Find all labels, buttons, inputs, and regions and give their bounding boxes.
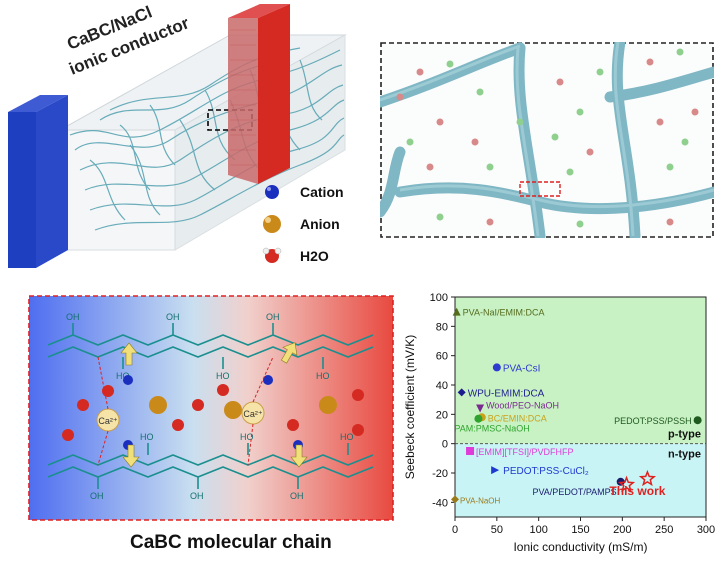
- coordination-bonds: [97, 356, 274, 466]
- y-tick-label: 20: [436, 409, 448, 421]
- data-point-label: WPU-EMIM:DCA: [468, 388, 545, 399]
- calcium-ion-label: Ca²⁺: [98, 416, 118, 426]
- data-point: [457, 388, 466, 397]
- data-point-label: BC/EMIN:DCA: [488, 413, 547, 423]
- ho-label: HO: [340, 432, 354, 442]
- data-point: [452, 307, 461, 316]
- data-point-label: Wood/PEO-NaOH: [486, 400, 559, 410]
- oh-label: OH: [190, 491, 204, 501]
- data-point-label: PEDOT:PSS-CuCl₂: [503, 466, 589, 477]
- data-point-label: PEDOT:PSS/PSSH: [614, 416, 692, 426]
- data-point: [466, 447, 475, 455]
- x-tick-label: 300: [697, 524, 715, 536]
- data-point-label: PVA-CsI: [503, 363, 541, 374]
- ho-label: HO: [240, 432, 254, 442]
- y-tick-label: 0: [442, 439, 448, 451]
- x-tick-label: 150: [571, 524, 589, 536]
- y-tick-label: 40: [436, 380, 448, 392]
- data-point-label: PVA-NaI/EMIM:DCA: [463, 308, 545, 318]
- ho-label: HO: [216, 371, 230, 381]
- transport-arrows: [120, 342, 308, 468]
- ion-cluster: [62, 375, 364, 450]
- data-point: [451, 495, 459, 504]
- oh-label: OH: [166, 312, 180, 322]
- data-point: [616, 477, 625, 486]
- legend-anion: Anion: [300, 216, 340, 232]
- p-type-label: p-type: [668, 429, 701, 441]
- data-point-label: PVA-NaOH: [460, 496, 501, 505]
- hydroxyl-labels: OH OH OH HO HO HO OH OH OH HO HO HO: [66, 312, 354, 501]
- bottom-polymer-chain: [47, 443, 374, 489]
- oh-label: OH: [66, 312, 80, 322]
- data-point: [476, 404, 485, 413]
- data-point: [492, 363, 501, 372]
- oh-label: OH: [266, 312, 280, 322]
- x-tick-label: 200: [613, 524, 631, 536]
- x-tick-label: 250: [655, 524, 673, 536]
- data-point-label: PAM:PMSC-NaOH: [454, 424, 529, 434]
- calcium-ion-label: Ca²⁺: [243, 409, 263, 419]
- ho-label: HO: [116, 371, 130, 381]
- data-point: [693, 416, 702, 425]
- oh-label: OH: [90, 491, 104, 501]
- device-illustration: CaBC/NaCl ionic conductor Cation Anion H…: [0, 0, 370, 285]
- species-legend: Cation Anion H2O: [262, 184, 344, 264]
- y-tick-label: 100: [430, 292, 448, 304]
- y-axis-label: Seebeck coefficient (mV/K): [403, 335, 417, 480]
- n-type-label: n-type: [668, 449, 701, 461]
- ion-particles: [396, 48, 699, 228]
- data-point-label: PVA/PEDOT/PAMPS: [532, 487, 616, 497]
- legend-water: H2O: [300, 248, 329, 264]
- y-tick-label: 60: [436, 351, 448, 363]
- zoomed-network-panel: [374, 36, 720, 242]
- cation-icon: [265, 185, 279, 199]
- y-tick-label: -20: [432, 468, 448, 480]
- data-point-label: [EMIM][TFSI]/PVDFHFP: [476, 447, 574, 457]
- data-point: [491, 466, 500, 475]
- ho-label: HO: [140, 432, 154, 442]
- red-electrode: [258, 4, 290, 184]
- y-tick-label: 80: [436, 321, 448, 333]
- data-point: [638, 469, 657, 487]
- ho-label: HO: [316, 371, 330, 381]
- data-point: [474, 414, 483, 423]
- top-polymer-chain: [47, 323, 374, 369]
- n-type-region: [455, 443, 706, 517]
- x-tick-label: 100: [529, 524, 547, 536]
- x-tick-label: 50: [491, 524, 503, 536]
- x-tick-label: 0: [452, 524, 458, 536]
- molecular-chain-caption: CaBC molecular chain: [130, 532, 332, 553]
- molecular-chain-panel: OH OH OH HO HO HO OH OH OH HO HO HO Ca²⁺: [28, 295, 394, 521]
- legend-cation: Cation: [300, 184, 344, 200]
- oh-label: OH: [290, 491, 304, 501]
- x-axis-label: Ionic conductivity (mS/m): [513, 540, 647, 554]
- data-point-label: This work: [609, 484, 665, 498]
- y-tick-label: -40: [432, 497, 448, 509]
- molecular-zoom-box: [519, 181, 561, 197]
- data-point: [617, 475, 636, 493]
- blue-electrode: [8, 112, 36, 268]
- anion-icon: [263, 215, 281, 233]
